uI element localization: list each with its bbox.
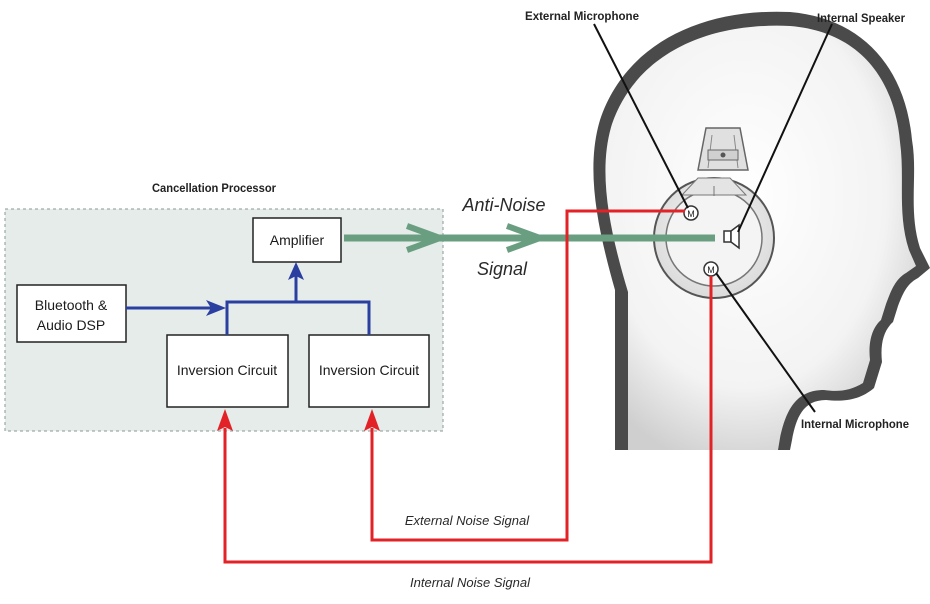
svg-text:Bluetooth &: Bluetooth & [35, 297, 108, 313]
external-noise-line [364, 209, 685, 542]
external-microphone-icon: M [683, 205, 699, 221]
svg-text:Audio DSP: Audio DSP [37, 317, 105, 333]
inversion-circuit-right-box: Inversion Circuit [308, 334, 430, 408]
external-noise-signal-label: External Noise Signal [405, 513, 530, 528]
external-microphone-label: External Microphone [525, 9, 639, 23]
internal-noise-signal-label: Internal Noise Signal [410, 575, 531, 590]
amplifier-box: Amplifier [252, 217, 342, 263]
svg-text:Inversion Circuit: Inversion Circuit [319, 362, 419, 378]
internal-noise-line [217, 276, 713, 564]
anti-noise-label: Anti-Noise [461, 195, 545, 215]
internal-speaker-icon [723, 223, 740, 250]
headband [697, 127, 749, 171]
inversion-to-amplifier-arrowhead [288, 262, 304, 280]
processor-title: Cancellation Processor [152, 181, 276, 195]
control-connectors [126, 275, 371, 335]
anti-noise-arrow [344, 223, 715, 253]
internal-microphone-callout-line [715, 272, 816, 413]
cancellation-processor: Cancellation Processor Amplifier Bluetoo… [4, 181, 444, 432]
internal-microphone-label: Internal Microphone [801, 417, 909, 431]
callouts: External Microphone Internal Speaker Int… [525, 9, 909, 431]
inversion-circuit-left-box: Inversion Circuit [166, 334, 289, 408]
svg-text:Inversion Circuit: Inversion Circuit [177, 362, 277, 378]
bluetooth-to-inversion-arrowhead [206, 300, 226, 316]
internal-speaker-label: Internal Speaker [817, 11, 905, 25]
svg-text:Amplifier: Amplifier [270, 232, 325, 248]
anti-noise-signal-label: Signal [477, 259, 528, 279]
head-illustration: M M [593, 11, 930, 451]
external-microphone-callout-line [593, 23, 689, 209]
bluetooth-audio-dsp-box: Bluetooth & Audio DSP [16, 284, 127, 343]
svg-text:M: M [707, 265, 715, 275]
svg-text:M: M [687, 209, 695, 219]
internal-speaker-callout-line [737, 23, 833, 233]
